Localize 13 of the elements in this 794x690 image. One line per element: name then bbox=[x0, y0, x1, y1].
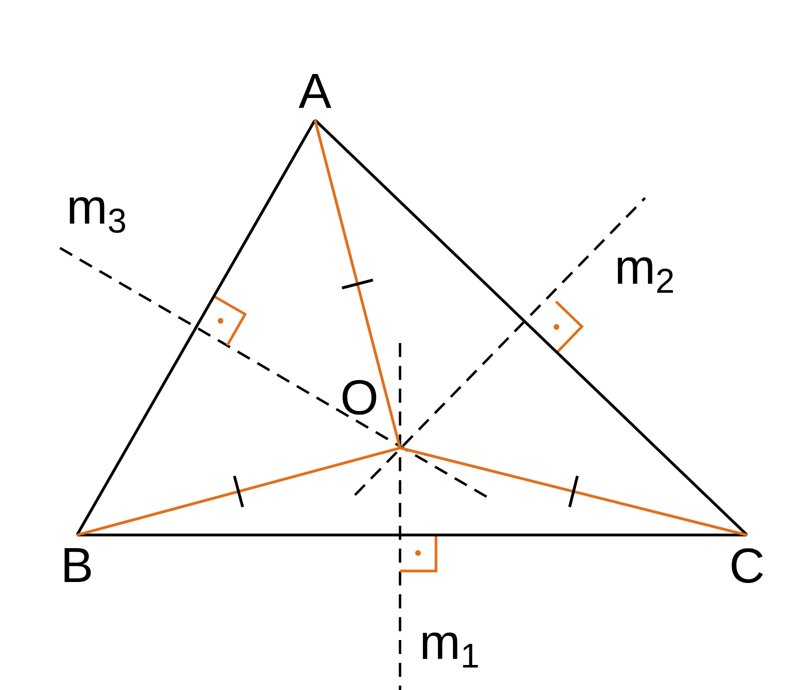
triangle-side bbox=[314, 119, 748, 536]
triangle-side bbox=[76, 534, 748, 536]
point-label: A bbox=[298, 74, 332, 108]
triangle-side bbox=[76, 120, 316, 536]
segment bbox=[314, 120, 402, 448]
segment bbox=[400, 446, 748, 536]
line-label: m$_{1}$ bbox=[422, 632, 478, 668]
segment bbox=[76, 446, 400, 536]
line-label: m$_{3}$ bbox=[70, 197, 126, 233]
point-label: B bbox=[64, 548, 91, 582]
point-label: O bbox=[342, 380, 376, 415]
line-label: m$_{2}$ bbox=[618, 257, 673, 293]
point-label: C bbox=[732, 548, 763, 583]
